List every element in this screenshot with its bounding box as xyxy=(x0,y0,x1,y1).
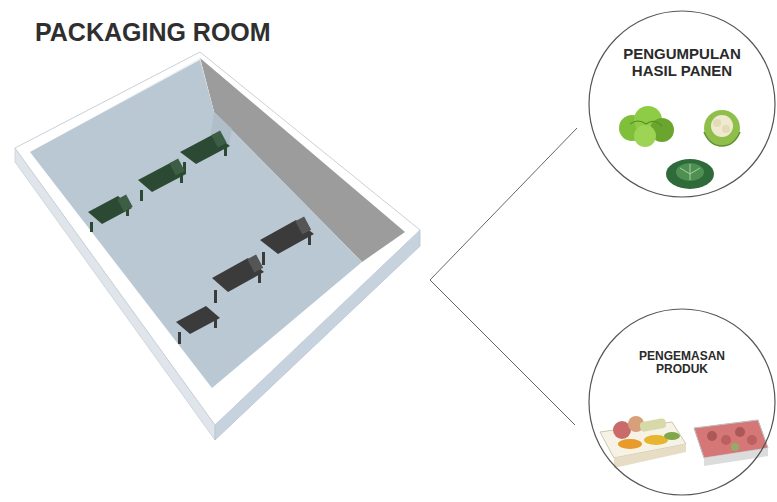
cabbage xyxy=(666,159,714,189)
circle-node: PENGEMASAN PRODUK xyxy=(588,308,776,496)
lettuce xyxy=(619,106,674,147)
produce-tray xyxy=(600,416,686,468)
leader-line xyxy=(430,280,575,425)
node-label: PENGEMASAN PRODUK xyxy=(634,350,730,376)
leader-line xyxy=(430,128,577,280)
node-label: PENGUMPULAN HASIL PANEN xyxy=(620,46,744,79)
circle-outline xyxy=(588,10,776,198)
cauliflower xyxy=(704,110,740,146)
produce-tray xyxy=(694,420,768,466)
diagram-title: PACKAGING ROOM xyxy=(35,18,271,47)
circle-node: PENGUMPULAN HASIL PANEN xyxy=(588,10,776,198)
circle-outline xyxy=(588,308,776,496)
